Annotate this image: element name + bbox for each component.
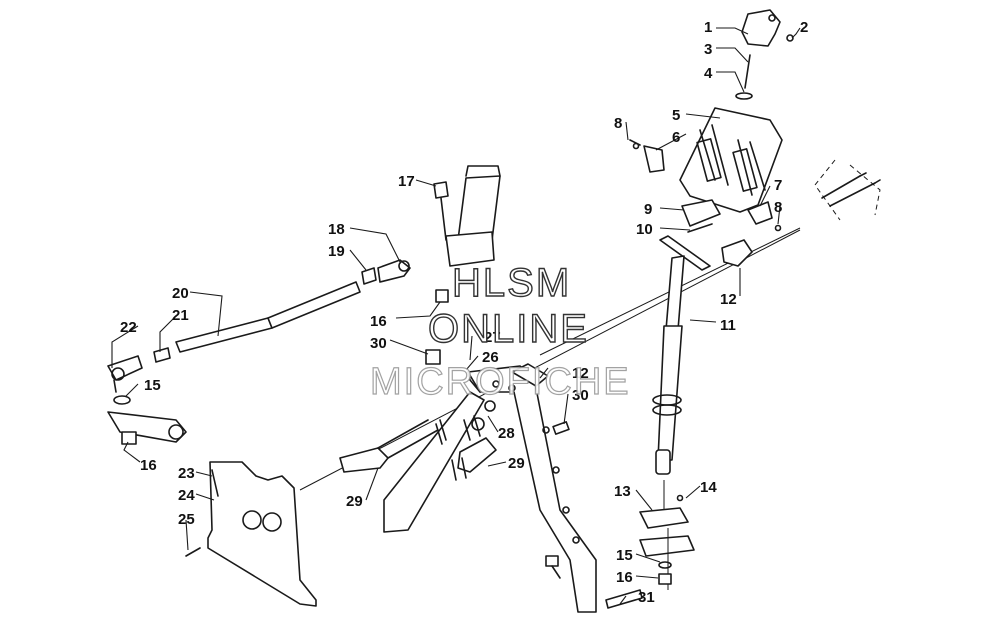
callout-16-left: 16 — [140, 457, 157, 474]
callout-2: 2 — [800, 19, 808, 36]
callout-23: 23 — [178, 465, 195, 482]
callout-6: 6 — [672, 129, 680, 146]
callout-30-center: 30 — [370, 335, 387, 352]
callout-27: 27 — [484, 329, 501, 346]
callout-7: 7 — [774, 177, 782, 194]
callout-12-left: 12 — [572, 365, 589, 382]
callout-31: 31 — [638, 589, 655, 606]
callout-29-right: 29 — [508, 455, 525, 472]
callout-14: 14 — [700, 479, 717, 496]
tie-rod-assembly — [107, 259, 411, 445]
callout-19: 19 — [328, 243, 345, 260]
watermark-line-3: MICROFICHE — [370, 361, 631, 403]
callout-10: 10 — [636, 221, 653, 238]
callout-labels: 1 2 3 4 5 6 7 8 8 9 10 11 12 12 13 14 15… — [120, 19, 808, 606]
callout-11: 11 — [720, 317, 736, 334]
callout-22: 22 — [120, 319, 137, 336]
callout-24: 24 — [178, 487, 195, 504]
frame-assembly — [383, 363, 643, 613]
callout-4: 4 — [704, 65, 713, 82]
callout-30-right: 30 — [572, 387, 589, 404]
callout-15-right: 15 — [616, 547, 633, 564]
callout-3: 3 — [704, 41, 712, 58]
callout-21: 21 — [172, 307, 189, 324]
clamps — [339, 415, 497, 481]
callout-29-left: 29 — [346, 493, 363, 510]
callout-16-right: 16 — [616, 569, 633, 586]
callout-8-right: 8 — [774, 199, 782, 216]
steering-post-assembly — [629, 9, 881, 590]
callout-8-top: 8 — [614, 115, 622, 132]
callout-13: 13 — [614, 483, 631, 500]
leader-lines — [111, 27, 801, 605]
callout-18: 18 — [328, 221, 345, 238]
guide-lines — [299, 159, 881, 491]
callout-20: 20 — [172, 285, 189, 302]
callout-5: 5 — [672, 107, 680, 124]
watermark: HLSM ONLINE MICROFICHE — [369, 260, 631, 403]
watermark-line-2: ONLINE — [428, 307, 589, 351]
callout-12-right: 12 — [720, 291, 737, 308]
callout-26: 26 — [482, 349, 499, 366]
callout-9: 9 — [644, 201, 652, 218]
callout-15-left: 15 — [144, 377, 161, 394]
callout-1: 1 — [704, 19, 712, 36]
skid-plate — [185, 461, 317, 607]
watermark-line-1: HLSM — [452, 261, 571, 305]
callout-17: 17 — [398, 173, 415, 190]
callout-25: 25 — [178, 511, 195, 528]
callout-28: 28 — [498, 425, 515, 442]
callout-16-center: 16 — [370, 313, 387, 330]
upper-column — [425, 165, 501, 365]
